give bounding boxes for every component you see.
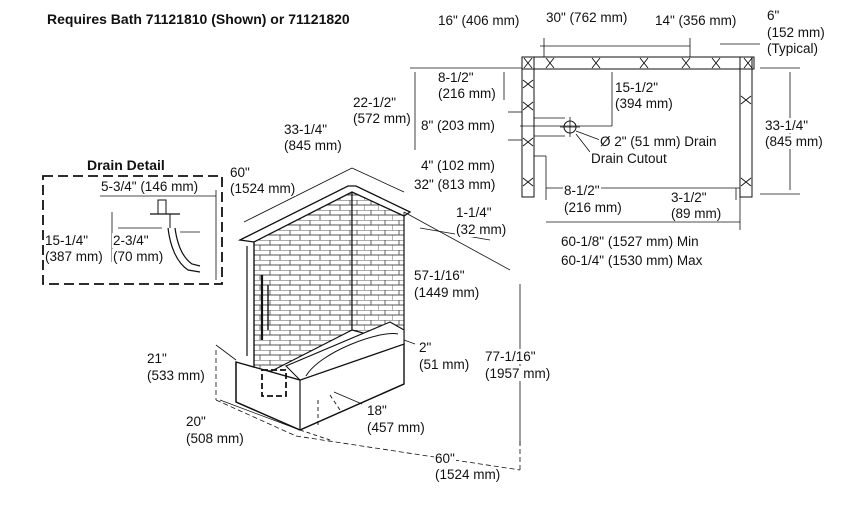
iso-dim-57: 57-1/16" <box>413 268 466 283</box>
plan-dim-3-5-mm: (89 mm) <box>670 206 723 221</box>
iso-dim-22-5: 22-1/2" <box>352 95 398 110</box>
plan-dim-6-typical: (Typical) <box>767 41 819 56</box>
plan-dim-6-mm: (152 mm) <box>767 25 825 40</box>
plan-dim-33-25-mm: (845 mm) <box>764 134 824 149</box>
drain-detail-dim-height-mm: (387 mm) <box>44 249 104 264</box>
drain-label: Ø 2" (51 mm) Drain <box>599 134 718 149</box>
iso-dim-33-25: 33-1/4" <box>283 122 329 137</box>
iso-dim-2: 2" <box>418 340 433 355</box>
iso-dim-57-mm: (1449 mm) <box>413 285 481 300</box>
plan-dim-33-25: 33-1/4" <box>764 118 810 133</box>
plan-dim-6: 6" <box>767 8 780 23</box>
plan-dim-15-5: 15-1/2" <box>614 80 660 95</box>
plan-dim-8-5-bottom-mm: (216 mm) <box>563 200 623 215</box>
plan-dim-8-5-top: 8-1/2" <box>437 70 475 85</box>
plan-width-max: 60-1/4" (1530 mm) Max <box>560 253 704 268</box>
iso-dim-77: 77-1/16" <box>484 349 537 364</box>
iso-dim-1-25-mm: (32 mm) <box>455 222 508 237</box>
drain-detail-dim-height: 15-1/4" <box>44 233 90 248</box>
iso-dim-77-mm: (1957 mm) <box>484 366 552 381</box>
iso-dim-18: 18" <box>366 403 388 418</box>
plan-dim-30: 30" (762 mm) <box>546 10 628 25</box>
drain-detail-title: Drain Detail <box>86 157 166 173</box>
isometric-view <box>215 167 521 471</box>
iso-dim-60-top: 60" <box>229 165 251 180</box>
plan-dim-14: 14" (356 mm) <box>655 13 737 28</box>
drain-detail-dim-offset: 2-3/4" <box>112 233 150 248</box>
iso-dim-60-bottom: 60" <box>434 451 456 466</box>
drain-detail-dim-offset-mm: (70 mm) <box>112 249 165 264</box>
iso-dim-18-mm: (457 mm) <box>366 420 426 435</box>
plan-dim-15-5-mm: (394 mm) <box>614 96 674 111</box>
iso-dim-2-mm: (51 mm) <box>418 357 471 372</box>
iso-dim-21-mm: (533 mm) <box>146 368 206 383</box>
iso-dim-33-25-mm: (845 mm) <box>283 138 343 153</box>
page-title: Requires Bath 71121810 (Shown) or 711218… <box>46 11 351 27</box>
iso-dim-32: 32" (813 mm) <box>413 177 497 192</box>
drain-cutout-label: Drain Cutout <box>590 151 668 166</box>
drain-detail-box <box>42 175 223 285</box>
iso-dim-4: 4" (102 mm) <box>420 158 496 173</box>
plan-dim-8-5-top-mm: (216 mm) <box>437 86 497 101</box>
plan-dim-8-5-bottom: 8-1/2" <box>563 183 601 198</box>
plan-dim-3-5: 3-1/2" <box>670 190 708 205</box>
iso-dim-20: 20" <box>185 414 207 429</box>
plan-width-min: 60-1/8" (1527 mm) Min <box>560 234 700 249</box>
iso-dim-60-top-mm: (1524 mm) <box>229 181 297 196</box>
iso-dim-22-5-mm: (572 mm) <box>352 111 412 126</box>
iso-dim-1-25: 1-1/4" <box>455 205 493 220</box>
plan-dim-16: 16" (406 mm) <box>438 13 520 28</box>
drain-detail-dim-width: 5-3/4" (146 mm) <box>100 179 200 194</box>
iso-dim-20-mm: (508 mm) <box>185 431 245 446</box>
iso-dim-21: 21" <box>146 351 168 366</box>
iso-dim-60-bottom-mm: (1524 mm) <box>434 467 502 482</box>
plan-dim-8: 8" (203 mm) <box>420 118 496 133</box>
